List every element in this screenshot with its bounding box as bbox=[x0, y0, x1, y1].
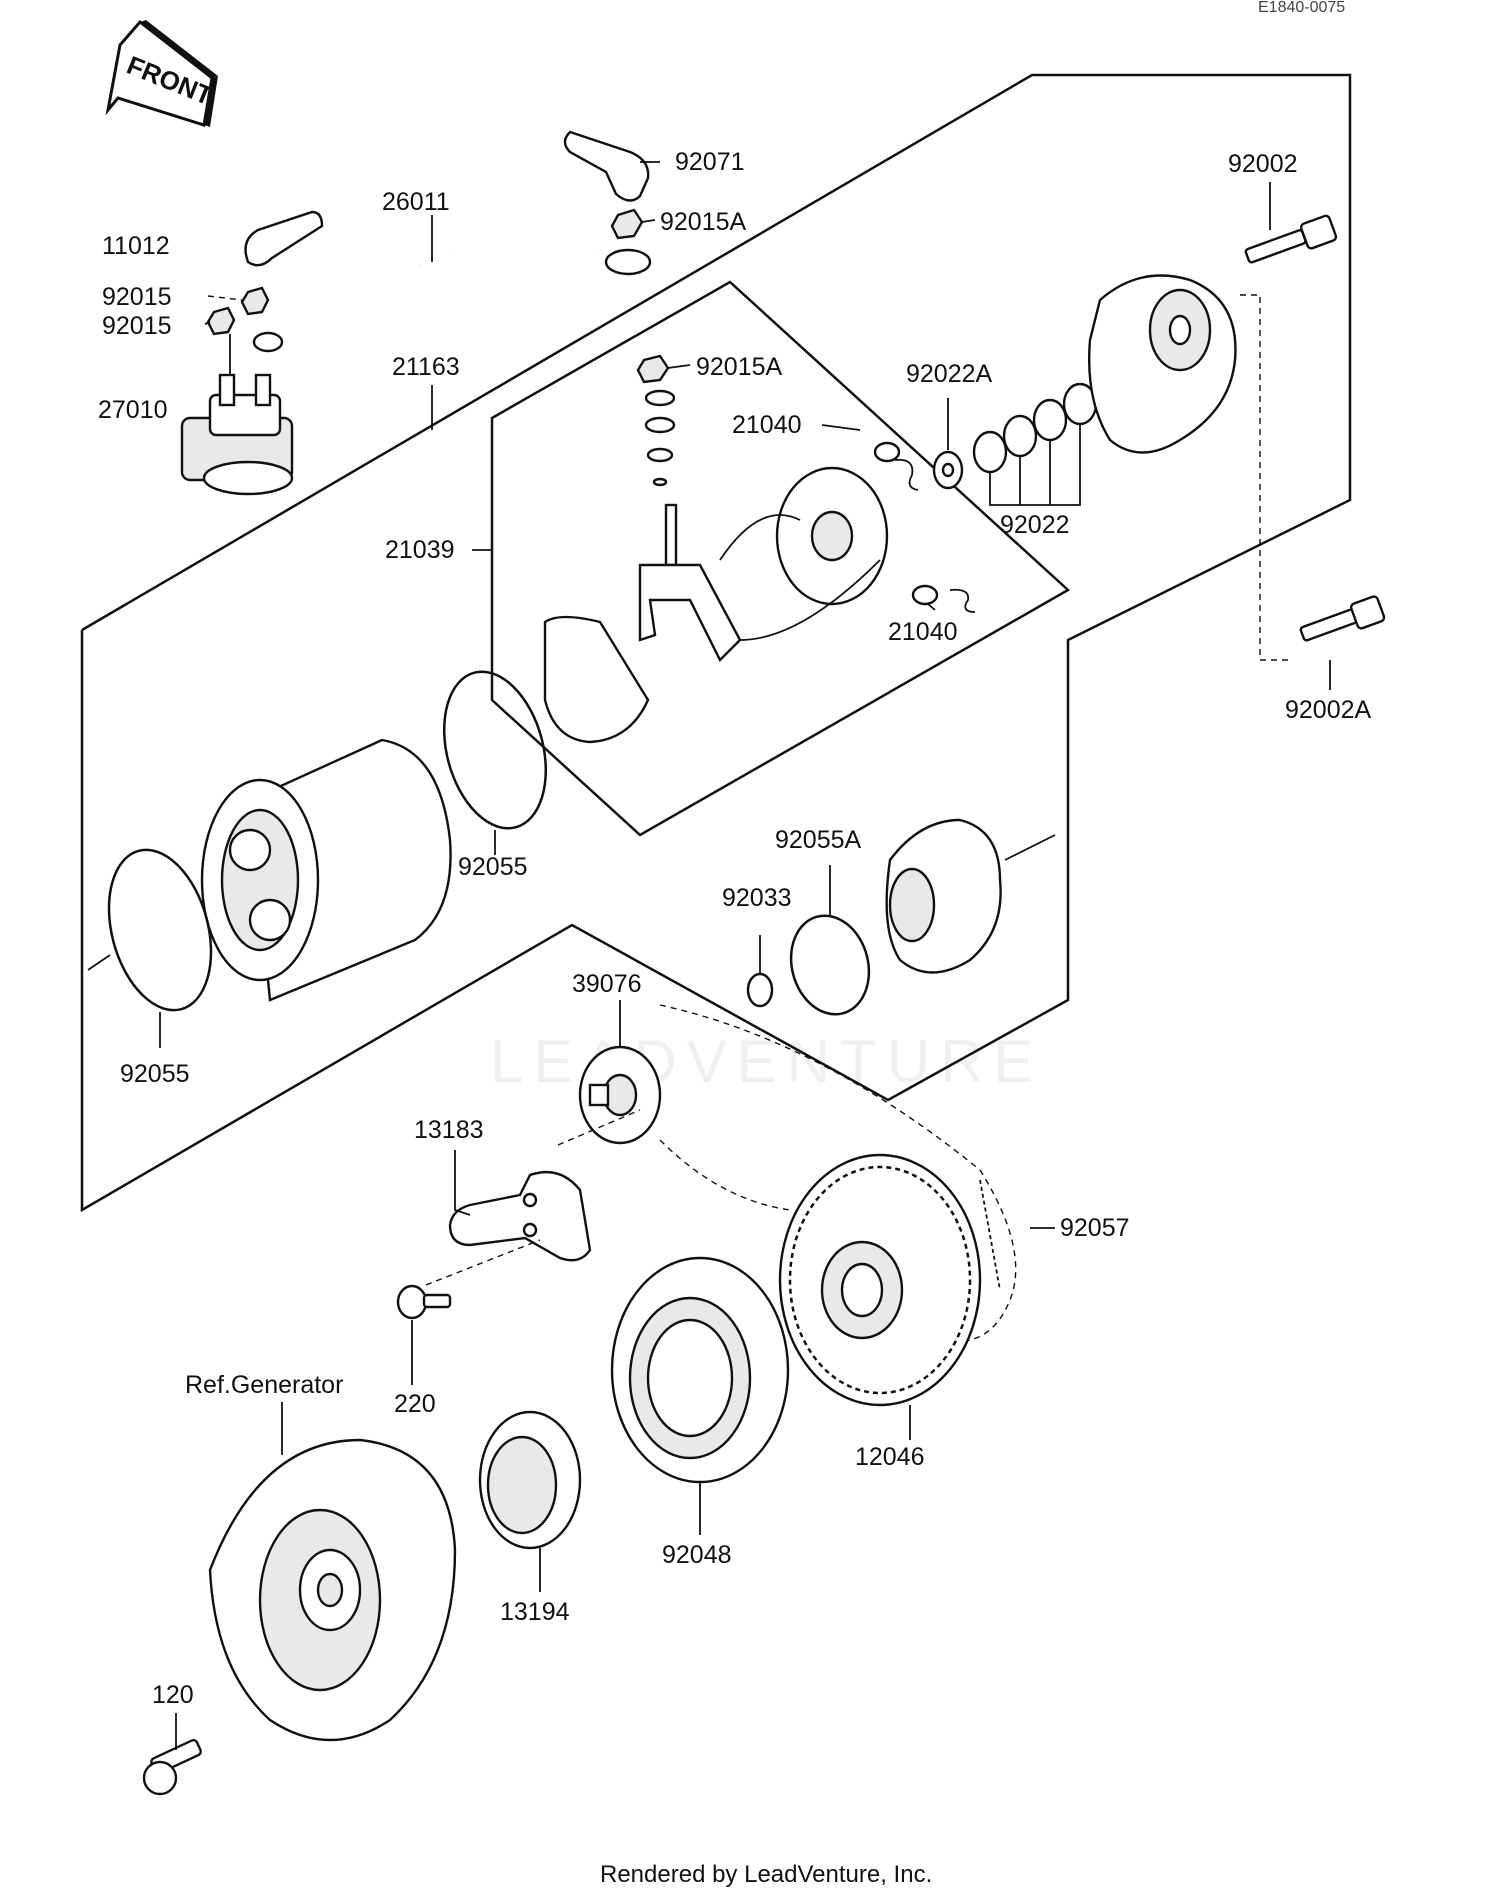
o-ring-92055-left bbox=[107, 848, 213, 1012]
generator-rotor bbox=[208, 1438, 457, 1742]
nut-92015A-top bbox=[610, 208, 644, 240]
bolt-120 bbox=[142, 1738, 202, 1796]
part-labels: 92071 26011 92015A 92002 11012 92015 920… bbox=[98, 148, 1372, 1709]
label-21039: 21039 bbox=[385, 536, 455, 564]
label-92071: 92071 bbox=[675, 148, 745, 176]
leader-lines bbox=[87, 161, 1331, 1750]
washer-92022A bbox=[932, 450, 964, 490]
label-21040-bottom: 21040 bbox=[888, 618, 958, 646]
label-92057: 92057 bbox=[1060, 1214, 1130, 1242]
starter-clutch-92048 bbox=[610, 1256, 790, 1484]
label-120: 120 bbox=[152, 1681, 194, 1709]
starter-sprocket-39076 bbox=[578, 1045, 662, 1145]
motor-assembly-outline bbox=[80, 73, 1352, 1213]
label-92022A: 92022A bbox=[906, 360, 993, 388]
screw-220 bbox=[396, 1284, 452, 1320]
label-39076: 39076 bbox=[572, 970, 642, 998]
label-ref-generator: Ref.Generator bbox=[185, 1371, 343, 1399]
label-92048: 92048 bbox=[662, 1541, 732, 1569]
starter-solenoid bbox=[180, 373, 294, 496]
motor-yoke bbox=[200, 738, 452, 1002]
label-12046: 12046 bbox=[855, 1443, 925, 1471]
label-13183: 13183 bbox=[414, 1116, 484, 1144]
circlip-92033 bbox=[746, 972, 774, 1008]
brush-spring-21040-bottom bbox=[911, 584, 976, 613]
label-92002A: 92002A bbox=[1285, 696, 1372, 724]
label-11012: 11012 bbox=[102, 232, 170, 260]
label-92015-a: 92015 bbox=[102, 283, 172, 311]
label-13194: 13194 bbox=[500, 1598, 570, 1626]
label-92015A-mid: 92015A bbox=[696, 353, 783, 381]
chain-92057 bbox=[659, 1004, 1017, 1343]
label-92055-left: 92055 bbox=[120, 1060, 190, 1088]
label-92015A-top: 92015A bbox=[660, 208, 747, 236]
o-ring-92055-mid bbox=[442, 670, 548, 830]
chain-guide-13183 bbox=[448, 1170, 592, 1262]
label-92055A: 92055A bbox=[775, 826, 862, 854]
brush-spring-21040-top bbox=[873, 441, 919, 491]
rear-cover bbox=[1087, 274, 1237, 454]
o-ring-92055A bbox=[789, 914, 871, 1016]
nut-washer-stack bbox=[636, 354, 676, 487]
label-92015-b: 92015 bbox=[102, 312, 172, 340]
nut-92015-a bbox=[240, 286, 270, 316]
label-92055-mid: 92055 bbox=[458, 853, 528, 881]
one-way-clutch-13194 bbox=[478, 1410, 582, 1550]
bolt-92002 bbox=[1244, 214, 1338, 264]
driven-gear-12046 bbox=[778, 1153, 982, 1407]
label-92022: 92022 bbox=[1000, 511, 1070, 539]
label-27010: 27010 bbox=[98, 396, 168, 424]
brush-plate-21039 bbox=[543, 466, 889, 744]
nut-92015-b bbox=[206, 306, 236, 336]
cable-26011 bbox=[252, 233, 652, 353]
brush-holder-outline bbox=[490, 280, 1071, 837]
boot-92071 bbox=[563, 130, 650, 202]
washer-set-92022 bbox=[972, 382, 1098, 474]
label-92033: 92033 bbox=[722, 884, 792, 912]
label-21040-top: 21040 bbox=[732, 411, 802, 439]
front-cover bbox=[885, 818, 1002, 974]
drawing-code: E1840-0075 bbox=[1258, 0, 1345, 16]
footer-credit: Rendered by LeadVenture, Inc. bbox=[600, 1861, 932, 1888]
label-92002: 92002 bbox=[1228, 150, 1298, 178]
label-220: 220 bbox=[394, 1390, 436, 1418]
solenoid-cap-11012 bbox=[244, 210, 324, 267]
front-arrow-icon: FRONT bbox=[105, 19, 218, 127]
watermark: LEADVENTURE bbox=[490, 1028, 1043, 1095]
label-21163: 21163 bbox=[392, 353, 460, 381]
label-26011: 26011 bbox=[382, 188, 450, 216]
bolt-92002A bbox=[1299, 595, 1386, 642]
